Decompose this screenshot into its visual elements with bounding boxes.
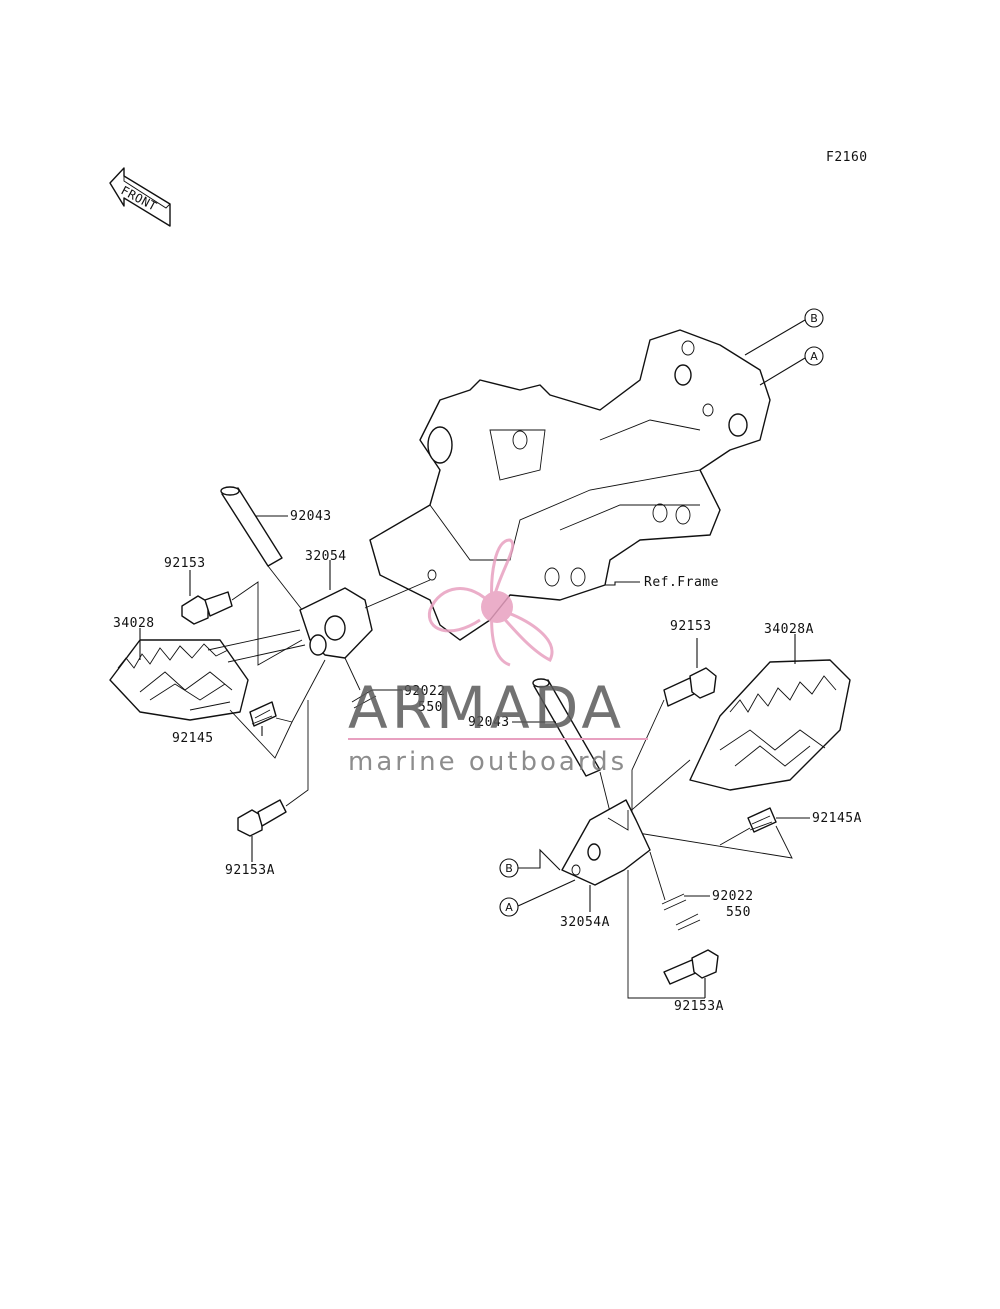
watermark-brand: ARMADA xyxy=(348,674,625,742)
label-32054A: 32054A xyxy=(560,915,610,930)
label-550-right: 550 xyxy=(726,905,751,920)
armada-logo xyxy=(427,538,554,667)
label-92043-left: 92043 xyxy=(290,509,332,524)
label-92153A-right: 92153A xyxy=(674,999,724,1014)
label-92145A: 92145A xyxy=(812,811,862,826)
label-92145: 92145 xyxy=(172,731,214,746)
pin-92043-left xyxy=(220,486,283,567)
label-550-left: 550 xyxy=(418,700,443,715)
watermark-underline xyxy=(348,738,648,740)
ref-frame-label: Ref.Frame xyxy=(644,575,719,590)
pin-92043-right xyxy=(532,678,601,777)
bolt-92153-right xyxy=(663,667,717,707)
callout-b-low-text: B xyxy=(505,862,513,875)
cotter-pin-92022-left xyxy=(351,689,377,709)
callout-a-low-text: A xyxy=(505,901,513,914)
diagram-code: F2160 xyxy=(826,150,868,165)
callout-a-top-text: A xyxy=(810,350,818,363)
label-92153A-left: 92153A xyxy=(225,863,275,878)
label-34028A: 34028A xyxy=(764,622,814,637)
footpeg-34028 xyxy=(109,639,249,721)
callout-b-top-text: B xyxy=(810,312,818,325)
bolt-92153-left xyxy=(181,591,233,625)
callout-a-low xyxy=(499,897,519,917)
spring-92145A xyxy=(747,807,777,833)
bracket-32054A xyxy=(561,799,651,886)
label-92022-right: 92022 xyxy=(712,889,754,904)
front-arrow-icon: FRONT xyxy=(109,167,171,227)
spring-92145 xyxy=(249,701,277,727)
callout-a-top xyxy=(804,346,824,366)
label-92022-left: 92022 xyxy=(404,684,446,699)
frame-illustration xyxy=(369,329,771,641)
label-92043-right: 92043 xyxy=(468,715,510,730)
bracket-32054 xyxy=(299,587,373,659)
callout-b-low xyxy=(499,858,519,878)
callout-b-top xyxy=(804,308,824,328)
label-92153-right: 92153 xyxy=(670,619,712,634)
cotter-pin-92022-right xyxy=(661,893,701,931)
bolt-92153A-right xyxy=(663,949,719,985)
bolt-92153A-left xyxy=(237,799,287,837)
label-92153-left: 92153 xyxy=(164,556,206,571)
footpeg-34028A xyxy=(689,659,851,791)
label-32054: 32054 xyxy=(305,549,347,564)
watermark-tagline: marine outboards xyxy=(348,747,627,777)
label-34028: 34028 xyxy=(113,616,155,631)
